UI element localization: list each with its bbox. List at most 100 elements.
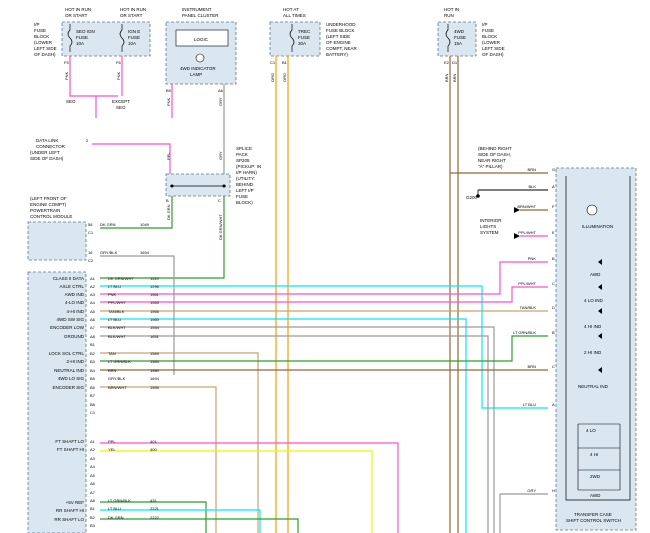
pin-A5: A5 xyxy=(90,309,96,314)
right-pin-color-5: PPL/WHT xyxy=(518,281,536,286)
underhood-block-label: UNDERHOOD FUSE BLOCK (LEFT SIDE OF ENGIN… xyxy=(326,22,358,57)
wire-lt-blu-2221 xyxy=(100,509,261,533)
svg-text:I/P: I/P xyxy=(482,22,488,27)
wire-brn-wht-b6 xyxy=(100,386,217,533)
pin-A3: A3 xyxy=(90,292,96,297)
svg-text:FUSE: FUSE xyxy=(298,35,310,40)
svg-text:4 HI IND: 4 HI IND xyxy=(584,324,602,329)
wire-dk-grn-pcm xyxy=(100,196,173,229)
ip-fuse-block-1-label: I/P FUSE BLOCK (LOWER LEFT SIDE OF DASH) xyxy=(34,22,57,57)
pin-B1: B1 xyxy=(90,342,96,347)
svg-text:FUSE: FUSE xyxy=(34,28,46,33)
wire-pnk-a3 xyxy=(100,261,548,295)
splice-pack-box xyxy=(165,173,231,197)
hot-run-start-2-l1: OR START xyxy=(120,13,143,18)
module-function-17: RR SHAFT HI xyxy=(56,508,84,513)
svg-text:58: 58 xyxy=(88,222,93,227)
svg-text:I/P HARN): I/P HARN) xyxy=(236,170,257,175)
data-link-connector: DATA LINK CONNECTOR (UNDER LEFT SIDE OF … xyxy=(30,138,66,161)
lower-wire-color-0: PPL xyxy=(108,439,116,444)
module-function-0: CLASS II DATA xyxy=(53,276,84,281)
svg-text:PACK: PACK xyxy=(236,152,248,157)
wires xyxy=(69,56,548,533)
right-pin-color-2: BRN/WHT xyxy=(517,204,536,209)
right-pin-9: A xyxy=(552,402,555,407)
wire-ppl-401 xyxy=(100,442,399,533)
lower-wire-circuit-8: 2221 xyxy=(150,506,160,511)
right-pin-color-10: GRY xyxy=(527,488,536,493)
lower-pin-A7: A7 xyxy=(90,490,96,495)
module-function-13: ENCODER SIG xyxy=(52,385,84,390)
pin-B4: B4 xyxy=(90,368,96,373)
svg-text:GRY: GRY xyxy=(218,151,223,160)
svg-text:CONTROL MODULE: CONTROL MODULE xyxy=(30,214,72,219)
svg-text:PNK: PNK xyxy=(64,71,69,80)
wire-circuit-10: 1563 xyxy=(150,359,160,364)
lower-wire-circuit-0: 401 xyxy=(150,439,157,444)
wire-circuit-12: 1694 xyxy=(150,376,160,381)
lower-pin-A2: A2 xyxy=(90,447,96,452)
lower-wire-color-1: YEL xyxy=(108,447,116,452)
wire-color-5: LT BLU xyxy=(108,317,121,322)
module-function-11: NEUTRAL IND xyxy=(54,368,85,373)
svg-text:PNK: PNK xyxy=(166,97,171,106)
hot-run-start-1-l1: OR START xyxy=(65,13,88,18)
svg-text:INTERIOR: INTERIOR xyxy=(480,218,502,223)
module-function-6: ENCODER LOW xyxy=(50,325,85,330)
svg-text:GRY/BLK: GRY/BLK xyxy=(100,250,118,255)
pin-B7: B7 xyxy=(90,393,96,398)
module-function-5: 4WD SW SIG xyxy=(56,317,84,322)
svg-text:LIGHTS: LIGHTS xyxy=(480,224,496,229)
pcm-box xyxy=(27,221,87,261)
module-function-12: 4WD LO SIG xyxy=(58,376,85,381)
svg-text:(PICKUP: IN: (PICKUP: IN xyxy=(236,164,261,169)
wire-lt-blu-a2 xyxy=(100,285,548,409)
wire-circuit-13: 1555 xyxy=(150,385,160,390)
switch-contacts xyxy=(577,423,621,491)
right-pin-color-7: LT GRN/BLK xyxy=(513,330,536,335)
svg-text:C2: C2 xyxy=(88,258,94,263)
wire-color-12: GRY/BLK xyxy=(108,376,126,381)
arrow-illum-icon xyxy=(514,207,520,213)
svg-text:BLOCK: BLOCK xyxy=(34,34,49,39)
wire-color-0: DK GRN/WHT xyxy=(108,276,134,281)
lower-wire-color-7: LT GRN/BLK xyxy=(108,498,131,503)
right-pin-color-8: BRN xyxy=(528,364,537,369)
module-function-16: +5V REF xyxy=(66,500,85,505)
shift-control-switch-box xyxy=(555,167,637,531)
svg-text:BLOCK): BLOCK) xyxy=(236,200,253,205)
svg-text:OF DASH): OF DASH) xyxy=(482,52,504,57)
right-pin-color-1: BLK xyxy=(528,184,536,189)
splice-dot-1 xyxy=(170,184,174,188)
svg-text:1049: 1049 xyxy=(140,222,150,227)
wire-color-10: LT GRN/BLK xyxy=(108,359,131,364)
ip-fuse-box-1 xyxy=(61,21,151,57)
lower-pin-A1: A1 xyxy=(90,439,96,444)
wire-color-9: TAN xyxy=(108,351,116,356)
underhood-fuse-box xyxy=(269,21,321,57)
svg-text:TREC: TREC xyxy=(298,29,311,34)
wire-lt-blu-a6 xyxy=(100,318,467,533)
wire-color-4: TAN/BLK xyxy=(108,309,125,314)
svg-text:SPLICE: SPLICE xyxy=(236,146,252,151)
switch-frame xyxy=(565,176,631,501)
pin-B5: B5 xyxy=(90,376,96,381)
right-pin-6: D xyxy=(552,305,555,310)
wire-pnk-seo xyxy=(69,56,118,97)
hot-in-run-l0: HOT IN xyxy=(444,7,459,12)
svg-text:15A: 15A xyxy=(454,41,462,46)
svg-text:2 HI IND: 2 HI IND xyxy=(584,350,602,355)
svg-text:SIDE OF DASH): SIDE OF DASH) xyxy=(30,156,64,161)
wire-tan-b2 xyxy=(100,352,259,533)
svg-text:(UTILITY:: (UTILITY: xyxy=(236,176,255,181)
lower-wire-circuit-9: 2222 xyxy=(150,515,160,520)
svg-text:OF DASH): OF DASH) xyxy=(34,52,56,57)
svg-text:(LEFT SIDE: (LEFT SIDE xyxy=(326,34,350,39)
lower-wire-circuit-1: 400 xyxy=(150,447,157,452)
svg-text:B9: B9 xyxy=(166,88,172,93)
except-seo-l0: EXCEPT xyxy=(112,99,130,104)
seo-ign-fuse: SEO IGN FUSE 10A xyxy=(67,24,95,52)
svg-text:10A: 10A xyxy=(76,41,84,46)
except-seo-l1: SEO xyxy=(116,105,126,110)
